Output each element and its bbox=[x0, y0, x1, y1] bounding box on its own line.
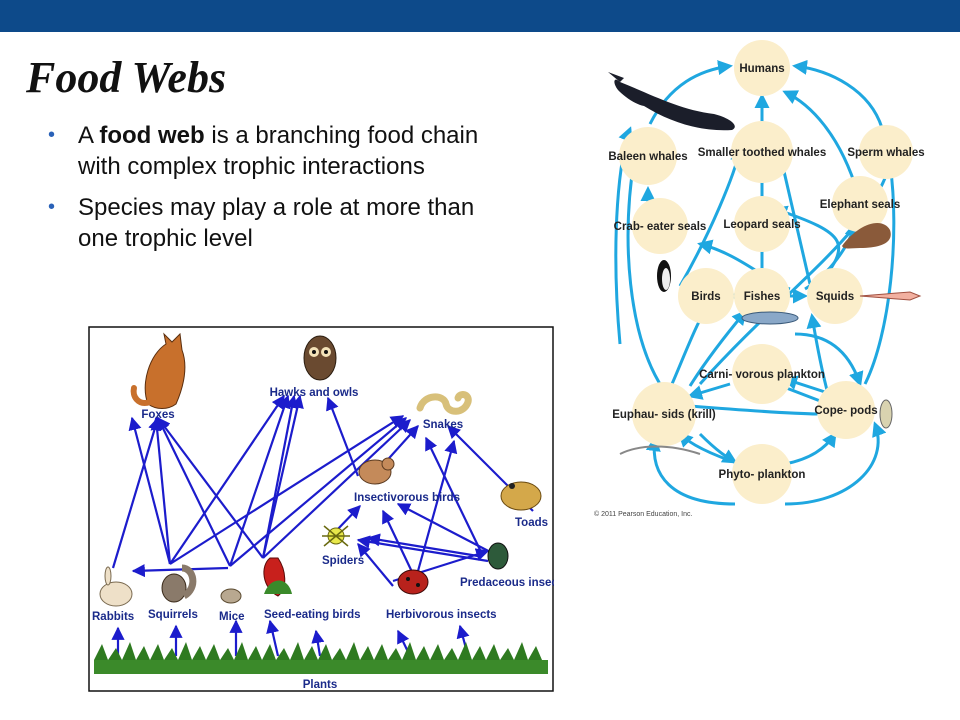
fish-icon bbox=[741, 311, 799, 325]
cardinal-icon bbox=[263, 557, 292, 597]
land-food-web: Foxes Hawks and owls Snakes Insectivorou… bbox=[88, 326, 554, 692]
bullet-icon: • bbox=[48, 124, 56, 146]
bullet-icon: • bbox=[48, 196, 56, 218]
node-plants: Plants bbox=[303, 679, 338, 691]
node-birds: Birds bbox=[691, 291, 720, 303]
owl-icon bbox=[303, 335, 337, 381]
mouse-icon bbox=[220, 588, 242, 604]
node-elephant-seals: Elephant seals bbox=[820, 199, 901, 211]
node-insectivorous-birds: Insectivorous birds bbox=[354, 492, 460, 504]
node-spiders: Spiders bbox=[322, 555, 364, 567]
node-leopard-seals: Leopard seals bbox=[723, 219, 800, 231]
node-crab-eater-seals: Crab- eater seals bbox=[614, 221, 707, 233]
penguin-icon bbox=[657, 260, 671, 292]
node-smaller-toothed-whales: Smaller toothed whales bbox=[698, 147, 826, 159]
squirrel-icon bbox=[161, 564, 197, 603]
bullet-item: • Species may play a role at more than on… bbox=[48, 192, 488, 254]
snake-icon bbox=[416, 391, 472, 415]
node-copepods: Cope- pods bbox=[814, 405, 877, 417]
toad-icon bbox=[500, 481, 542, 511]
node-phytoplankton: Phyto- plankton bbox=[719, 469, 806, 481]
node-squirrels: Squirrels bbox=[148, 609, 198, 621]
node-predaceous-insects: Predaceous insects bbox=[460, 577, 554, 589]
node-rabbits: Rabbits bbox=[92, 611, 134, 623]
bullet-text: is a branching food chain with complex t… bbox=[78, 122, 479, 180]
whale-icon bbox=[608, 72, 735, 131]
node-euphausids: Euphau- sids (krill) bbox=[612, 409, 716, 421]
krill-icon bbox=[619, 445, 701, 455]
copepod-icon bbox=[879, 399, 893, 429]
copyright-note: © 2011 Pearson Education, Inc. bbox=[594, 510, 692, 518]
slide-title: Food Webs bbox=[26, 53, 227, 102]
fox-icon bbox=[130, 332, 186, 409]
node-herbivorous-insects: Herbivorous insects bbox=[386, 609, 497, 621]
node-carnivorous-plankton: Carni- vorous plankton bbox=[699, 369, 825, 381]
node-foxes: Foxes bbox=[141, 409, 174, 421]
squid-icon bbox=[859, 291, 922, 301]
grass bbox=[94, 642, 548, 674]
ladybug-icon bbox=[397, 569, 429, 595]
bird-icon bbox=[358, 457, 395, 485]
rabbit-icon bbox=[99, 566, 133, 607]
node-sperm-whales: Sperm whales bbox=[847, 147, 924, 159]
marine-food-web: Humans Baleen whales Smaller toothed wha… bbox=[594, 40, 925, 518]
seal-icon bbox=[842, 223, 891, 249]
bullet-list: • A food web is a branching food chain wi… bbox=[48, 120, 488, 264]
bullet-text: Species may play a role at more than one… bbox=[78, 194, 475, 252]
node-snakes: Snakes bbox=[423, 419, 463, 431]
marine-nodes bbox=[619, 40, 913, 504]
node-fishes: Fishes bbox=[744, 291, 780, 303]
bullet-text: A bbox=[78, 122, 100, 149]
node-squids: Squids bbox=[816, 291, 854, 303]
node-humans: Humans bbox=[739, 63, 784, 75]
node-toads: Toads bbox=[515, 517, 548, 529]
beetle-icon bbox=[487, 542, 509, 570]
bullet-item: • A food web is a branching food chain wi… bbox=[48, 120, 488, 182]
marine-labels: Humans Baleen whales Smaller toothed wha… bbox=[608, 63, 924, 481]
node-hawks-owls: Hawks and owls bbox=[270, 387, 359, 399]
bullet-term: food web bbox=[99, 122, 205, 149]
spider-icon bbox=[322, 525, 350, 547]
node-seed-eating-birds: Seed-eating birds bbox=[264, 609, 361, 621]
node-mice: Mice bbox=[219, 611, 245, 623]
land-arrows bbox=[111, 394, 534, 657]
top-banner bbox=[0, 0, 960, 32]
node-baleen-whales: Baleen whales bbox=[608, 151, 687, 163]
